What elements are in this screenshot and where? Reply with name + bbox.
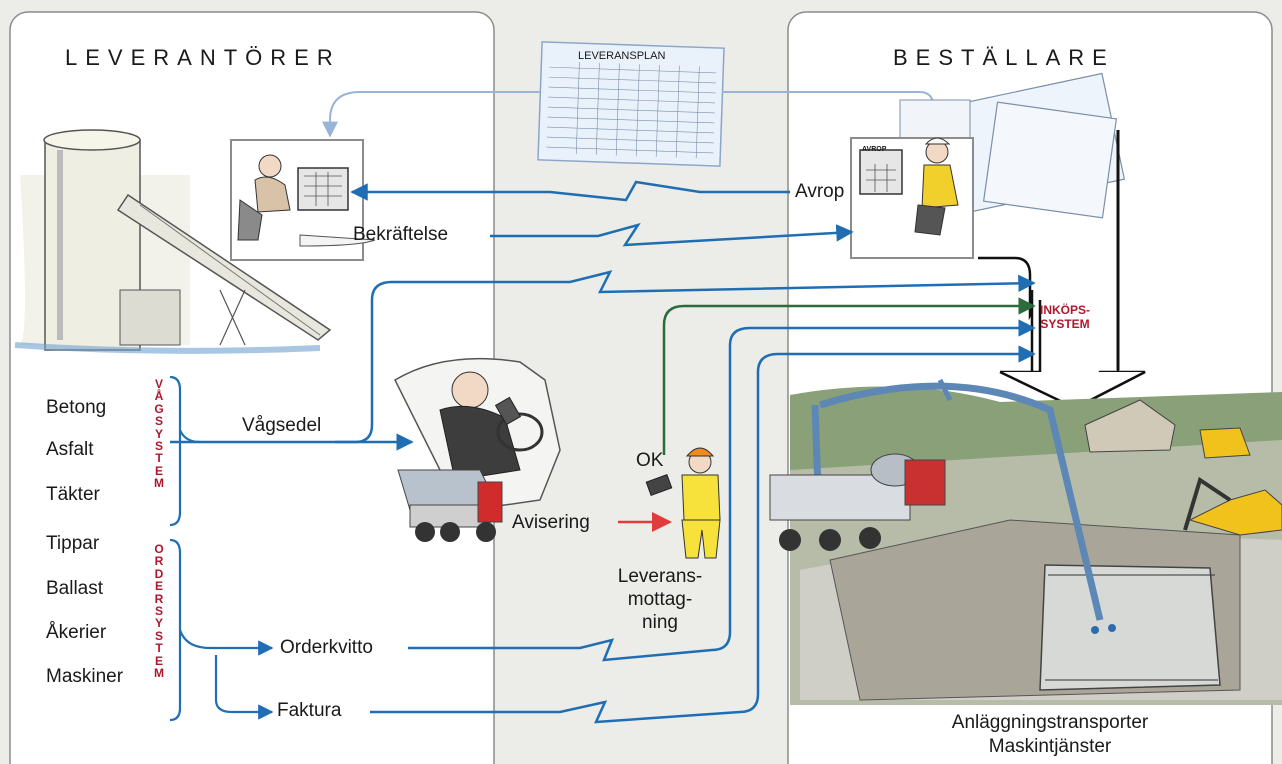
label-ok: OK [636,450,664,471]
material-akerier: Åkerier [46,622,107,643]
header-leverantorer: LEVERANTÖRER [65,45,341,70]
construction-site-illustration [769,378,1282,705]
concrete-plant-illustration [14,129,332,354]
label-leveransmottagning: Leverans- mottag- ning [617,566,703,633]
label-faktura: Faktura [277,700,342,721]
label-vagsystem: VÅGSYSTEM [154,377,164,491]
material-tippar: Tippar [46,533,100,554]
truck-driver-illustration [394,357,561,542]
leveransplan-title: LEVERANSPLAN [578,50,666,62]
delivery-receiver-illustration [645,447,721,559]
supplier-office-illustration [230,139,376,261]
material-ballast: Ballast [46,578,104,599]
material-takter: Täkter [46,484,100,505]
label-avrop: Avrop [795,181,845,202]
label-bekraftelse: Bekräftelse [353,224,449,245]
label-vagsedel: Vågsedel [242,415,322,436]
label-anlaggningstransporter: Anläggningstransporter [951,712,1149,733]
material-asfalt: Asfalt [46,439,94,460]
label-avisering: Avisering [512,512,590,533]
label-maskintjanster: Maskintjänster [988,736,1112,757]
material-betong: Betong [46,397,107,418]
leveransplan-sheet [537,41,725,167]
header-bestallare: BESTÄLLARE [893,45,1115,70]
label-inkopssystem: INKÖPS- SYSTEM [1040,303,1091,331]
avrop-screen-tag: AVROP [862,146,887,153]
label-ordersystem: ORDERSYSTEM [154,542,164,681]
client-office-illustration [850,72,1126,259]
material-maskiner: Maskiner [46,666,124,687]
label-orderkvitto: Orderkvitto [280,637,373,658]
